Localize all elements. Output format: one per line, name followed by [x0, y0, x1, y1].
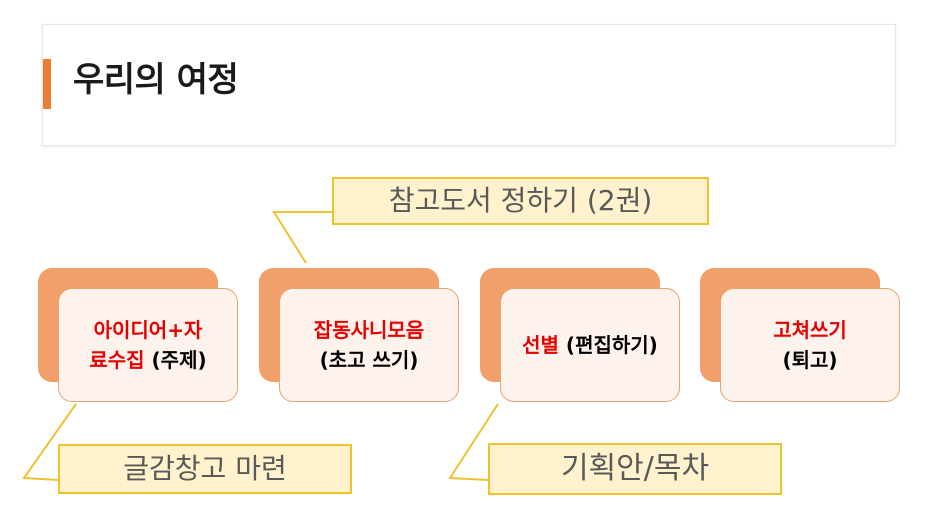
title-panel: 우리의 여정 [42, 24, 896, 146]
connector-top [272, 211, 332, 264]
step-highlight-text: 선별 [522, 333, 559, 357]
step-highlight-text: 잡동사니모음 [313, 318, 425, 342]
step-box-card: 고쳐쓰기 (퇴고) [720, 288, 900, 402]
step-detail-text: (퇴고) [782, 348, 838, 372]
callout-reference-books: 참고도서 정하기 (2권) [332, 177, 709, 225]
callout-plan-outline: 기획안/목차 [488, 443, 782, 495]
title-accent-bar [43, 59, 51, 109]
page-title: 우리의 여정 [73, 60, 239, 100]
step-line-1: 아이디어+자 [94, 315, 203, 345]
step-detail-text: (편집하기) [558, 333, 658, 357]
step-line-2: (퇴고) [782, 345, 837, 375]
step-box-selection: 선별 (편집하기) [480, 268, 680, 408]
step-box-collection: 잡동사니모음 (초고 쓰기) [259, 268, 459, 408]
step-box-card: 아이디어+자 료수집 (주제) [58, 288, 238, 402]
callout-material-storage: 글감창고 마련 [58, 444, 352, 494]
step-line-1: 고쳐쓰기 [773, 315, 847, 345]
step-highlight-text: 아이디어+자 [93, 318, 203, 342]
step-line-2: (초고 쓰기) [320, 345, 419, 375]
step-box-card: 선별 (편집하기) [500, 288, 680, 402]
step-highlight-text: 고쳐쓰기 [773, 318, 847, 342]
step-box-ideas: 아이디어+자 료수집 (주제) [38, 268, 238, 408]
step-box-revision: 고쳐쓰기 (퇴고) [700, 268, 900, 408]
step-detail-text: (주제) [144, 348, 207, 372]
step-line-2: 료수집 (주제) [89, 345, 206, 375]
step-detail-text: (초고 쓰기) [319, 348, 419, 372]
step-line-1: 선별 (편집하기) [522, 330, 658, 360]
step-highlight-text: 료수집 [89, 348, 145, 372]
step-line-1: 잡동사니모음 [314, 315, 424, 345]
step-box-card: 잡동사니모음 (초고 쓰기) [279, 288, 459, 402]
